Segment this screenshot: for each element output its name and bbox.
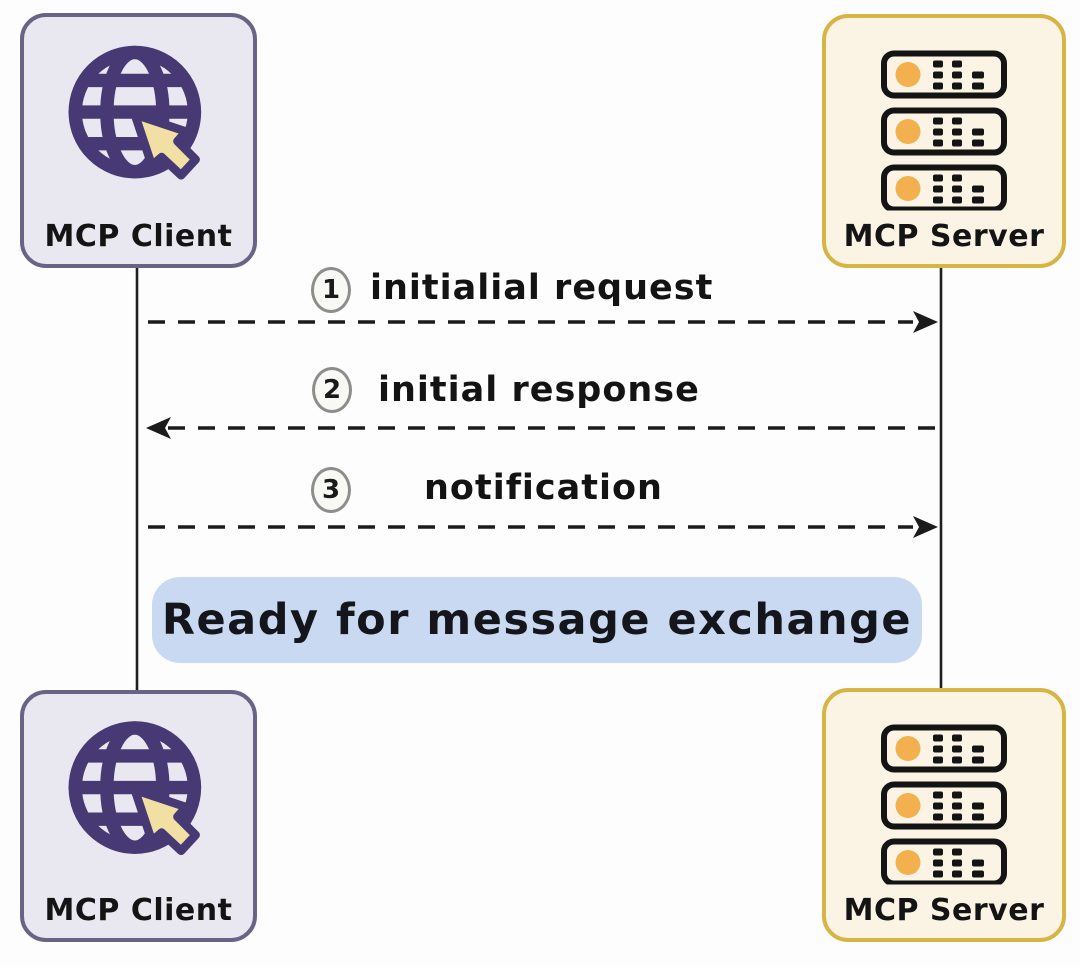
globe-cursor-icon: [57, 27, 220, 219]
actor-label-client-bottom: MCP Client: [44, 893, 233, 928]
ready-banner: Ready for message exchange: [152, 577, 922, 663]
step-2-badge: 2: [312, 367, 352, 413]
step-3-badge: 3: [311, 467, 351, 513]
globe-cursor-icon: [57, 704, 220, 893]
actor-label-server-bottom: MCP Server: [843, 893, 1045, 928]
message-3-arrow: [148, 516, 938, 538]
actor-label-client-top: MCP Client: [44, 219, 233, 254]
step-1-number: 1: [321, 275, 341, 305]
mcp-client-box-bottom: MCP Client: [20, 690, 257, 942]
message-1-label: initialial request: [370, 268, 714, 308]
mcp-server-box-bottom: MCP Server: [822, 688, 1066, 942]
message-2-arrow: [146, 417, 941, 439]
message-2-label: initial response: [378, 370, 700, 410]
ready-banner-text: Ready for message exchange: [161, 595, 913, 645]
actor-label-server-top: MCP Server: [843, 219, 1045, 254]
mcp-client-box-top: MCP Client: [20, 13, 257, 268]
mcp-server-box-top: MCP Server: [822, 14, 1066, 268]
step-1-badge: 1: [311, 267, 351, 313]
message-1-arrow: [148, 311, 938, 333]
step-2-number: 2: [322, 375, 342, 405]
server-stack-icon: [879, 40, 1009, 219]
server-stack-icon: [879, 714, 1009, 893]
message-3-label: notification: [424, 468, 663, 508]
step-3-number: 3: [321, 475, 341, 505]
